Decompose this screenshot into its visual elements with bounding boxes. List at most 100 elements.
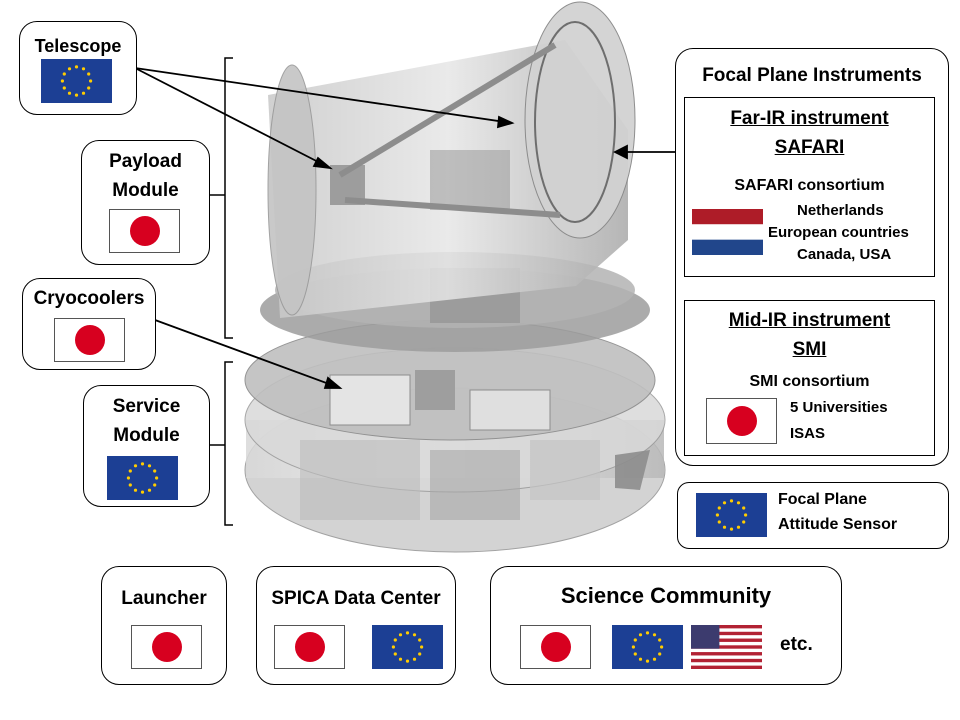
eu-stars-icon xyxy=(631,631,664,663)
eu-star-icon xyxy=(418,638,422,642)
eu-star-icon xyxy=(398,657,403,661)
jp-flag-icon xyxy=(520,625,591,669)
eu-star-icon xyxy=(147,488,152,492)
eu-star-icon xyxy=(742,520,746,524)
eu-star-icon xyxy=(393,638,397,642)
eu-star-icon xyxy=(660,645,664,649)
eu-flag-icon xyxy=(372,625,443,669)
eu-star-icon xyxy=(715,513,719,517)
eu-star-icon xyxy=(67,91,72,95)
science-label: Science Community xyxy=(560,583,772,608)
eu-star-icon xyxy=(133,464,138,468)
focal-plane-instruments-box: Focal Plane Instruments Far-IR instrumen… xyxy=(675,48,949,466)
eu-star-icon xyxy=(140,462,145,466)
eu-star-icon xyxy=(60,79,64,83)
safari-member-1: Netherlands xyxy=(797,202,884,219)
eu-star-icon xyxy=(87,86,91,90)
safari-panel: Far-IR instrument SAFARI SAFARI consorti… xyxy=(684,97,935,277)
spica-data-center-box: SPICA Data Center xyxy=(256,566,456,685)
telescope-box: Telescope xyxy=(19,21,137,115)
safari-consortium: SAFARI consortium xyxy=(734,177,885,194)
eu-star-icon xyxy=(742,506,746,510)
eu-star-icon xyxy=(722,525,727,529)
eu-flag-icon xyxy=(41,59,112,103)
service-module-drawing xyxy=(244,319,666,553)
eu-star-icon xyxy=(658,638,662,642)
eu-star-icon xyxy=(81,91,86,95)
eu-star-icon xyxy=(67,67,72,71)
smi-member-1: 5 Universities xyxy=(790,399,888,416)
smi-consortium: SMI consortium xyxy=(749,373,870,390)
payload-module-box: Payload Module xyxy=(81,140,210,265)
eu-star-icon xyxy=(717,520,721,524)
service-label-line1: Service xyxy=(112,396,181,417)
cryocoolers-box: Cryocoolers xyxy=(22,278,156,370)
eu-star-icon xyxy=(89,79,93,83)
eu-stars-icon xyxy=(715,499,748,531)
eu-star-icon xyxy=(133,488,138,492)
science-community-box: Science Community etc. xyxy=(490,566,842,685)
safari-member-3: Canada, USA xyxy=(797,246,892,263)
jp-flag-icon xyxy=(706,398,777,444)
eu-star-icon xyxy=(638,657,643,661)
payload-label-line2: Module xyxy=(112,180,179,201)
eu-stars-icon xyxy=(391,631,424,663)
jp-flag-icon xyxy=(131,625,202,669)
safari-member-2: European countries xyxy=(768,224,909,241)
fpas-box: Focal Plane Attitude Sensor xyxy=(677,482,949,549)
eu-stars-icon xyxy=(60,65,93,97)
smi-title-line1: Mid-IR instrument xyxy=(728,310,891,331)
payload-bracket xyxy=(210,57,233,339)
eu-star-icon xyxy=(633,652,637,656)
eu-star-icon xyxy=(722,501,727,505)
jp-flag-icon xyxy=(109,209,180,253)
fpas-line2: Attitude Sensor xyxy=(778,516,898,533)
data-center-label: SPICA Data Center xyxy=(271,588,441,609)
eu-star-icon xyxy=(153,469,157,473)
smi-member-2: ISAS xyxy=(790,425,826,442)
telescope-tube-drawing xyxy=(267,1,636,318)
telescope-arrow-2 xyxy=(134,67,513,124)
service-label-line2: Module xyxy=(113,425,180,446)
eu-star-icon xyxy=(74,93,79,97)
eu-star-icon xyxy=(652,633,657,637)
jp-flag-icon xyxy=(274,625,345,669)
eu-star-icon xyxy=(652,657,657,661)
eu-star-icon xyxy=(717,506,721,510)
eu-star-icon xyxy=(418,652,422,656)
eu-star-icon xyxy=(87,72,91,76)
smi-panel: Mid-IR instrument SMI SMI consortium 5 U… xyxy=(684,300,935,456)
eu-star-icon xyxy=(393,652,397,656)
safari-title-line2: SAFARI xyxy=(774,137,845,158)
cryocooler-arrow xyxy=(154,319,341,389)
eu-star-icon xyxy=(645,631,650,635)
service-module-box: Service Module xyxy=(83,385,210,507)
eu-flag-icon xyxy=(696,493,767,537)
eu-star-icon xyxy=(398,633,403,637)
telescope-label: Telescope xyxy=(34,36,122,56)
eu-star-icon xyxy=(729,527,734,531)
us-flag-icon xyxy=(691,625,762,669)
eu-stars-icon xyxy=(126,462,159,494)
eu-star-icon xyxy=(81,67,86,71)
cryocoolers-label: Cryocoolers xyxy=(33,288,145,309)
eu-star-icon xyxy=(62,86,66,90)
eu-star-icon xyxy=(638,633,643,637)
eu-star-icon xyxy=(645,659,650,663)
eu-flag-icon xyxy=(612,625,683,669)
eu-star-icon xyxy=(391,645,395,649)
eu-star-icon xyxy=(658,652,662,656)
eu-star-icon xyxy=(126,476,130,480)
eu-star-icon xyxy=(74,65,79,69)
eu-star-icon xyxy=(736,501,741,505)
netherlands-flag-icon xyxy=(692,209,763,255)
launcher-box: Launcher xyxy=(101,566,227,685)
fpas-line1: Focal Plane xyxy=(778,491,867,508)
smi-title-line2: SMI xyxy=(792,339,827,360)
eu-star-icon xyxy=(140,490,145,494)
eu-star-icon xyxy=(153,483,157,487)
telescope-arrow-1 xyxy=(134,67,331,169)
fpi-title: Focal Plane Instruments xyxy=(702,65,922,86)
eu-star-icon xyxy=(155,476,159,480)
